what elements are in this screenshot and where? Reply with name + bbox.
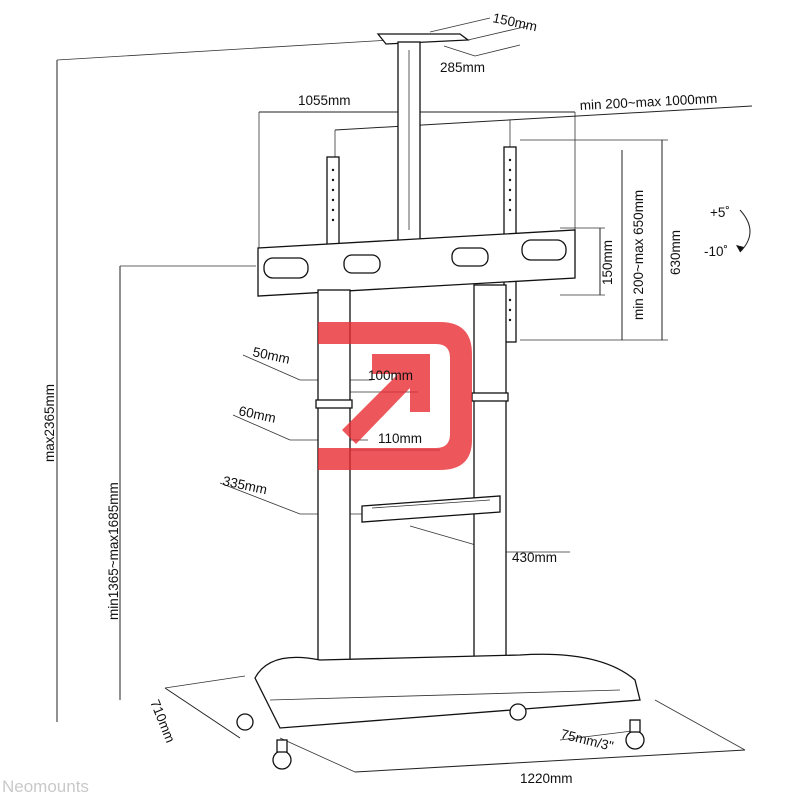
label-vesa-height: min 200~max 650mm (631, 190, 646, 320)
label-vesa-width: min 200~max 1000mm (579, 91, 717, 113)
label-bracket-height: 150mm (600, 240, 615, 285)
stand-body (236, 33, 751, 770)
label-630: 630mm (668, 230, 683, 275)
dimension-lines (56, 17, 753, 773)
label-tilt-down: -10˚ (704, 244, 728, 259)
brand-logo-watermark (318, 322, 472, 470)
label-plate-depth: 150mm (491, 10, 538, 34)
label-clamp-50: 50mm (251, 344, 291, 366)
label-clamp-100: 100mm (368, 368, 413, 383)
brand-name: Neomounts (2, 777, 89, 794)
label-base-depth: 710mm (147, 698, 178, 745)
label-shelf-depth: 335mm (221, 473, 268, 497)
label-clamp-60: 60mm (237, 403, 277, 425)
label-shelf-width: 430mm (512, 550, 557, 565)
label-bracket-width: 1055mm (298, 93, 351, 108)
label-total-height: max2365mm (42, 384, 57, 462)
label-plate-width: 285mm (440, 60, 485, 75)
label-caster: 75mm/3" (559, 726, 615, 754)
label-tilt-up: +5˚ (710, 205, 730, 220)
label-clamp-110: 110mm (378, 431, 422, 446)
label-center-height: min1365~max1685mm (106, 482, 121, 620)
label-base-width: 1220mm (520, 771, 573, 786)
